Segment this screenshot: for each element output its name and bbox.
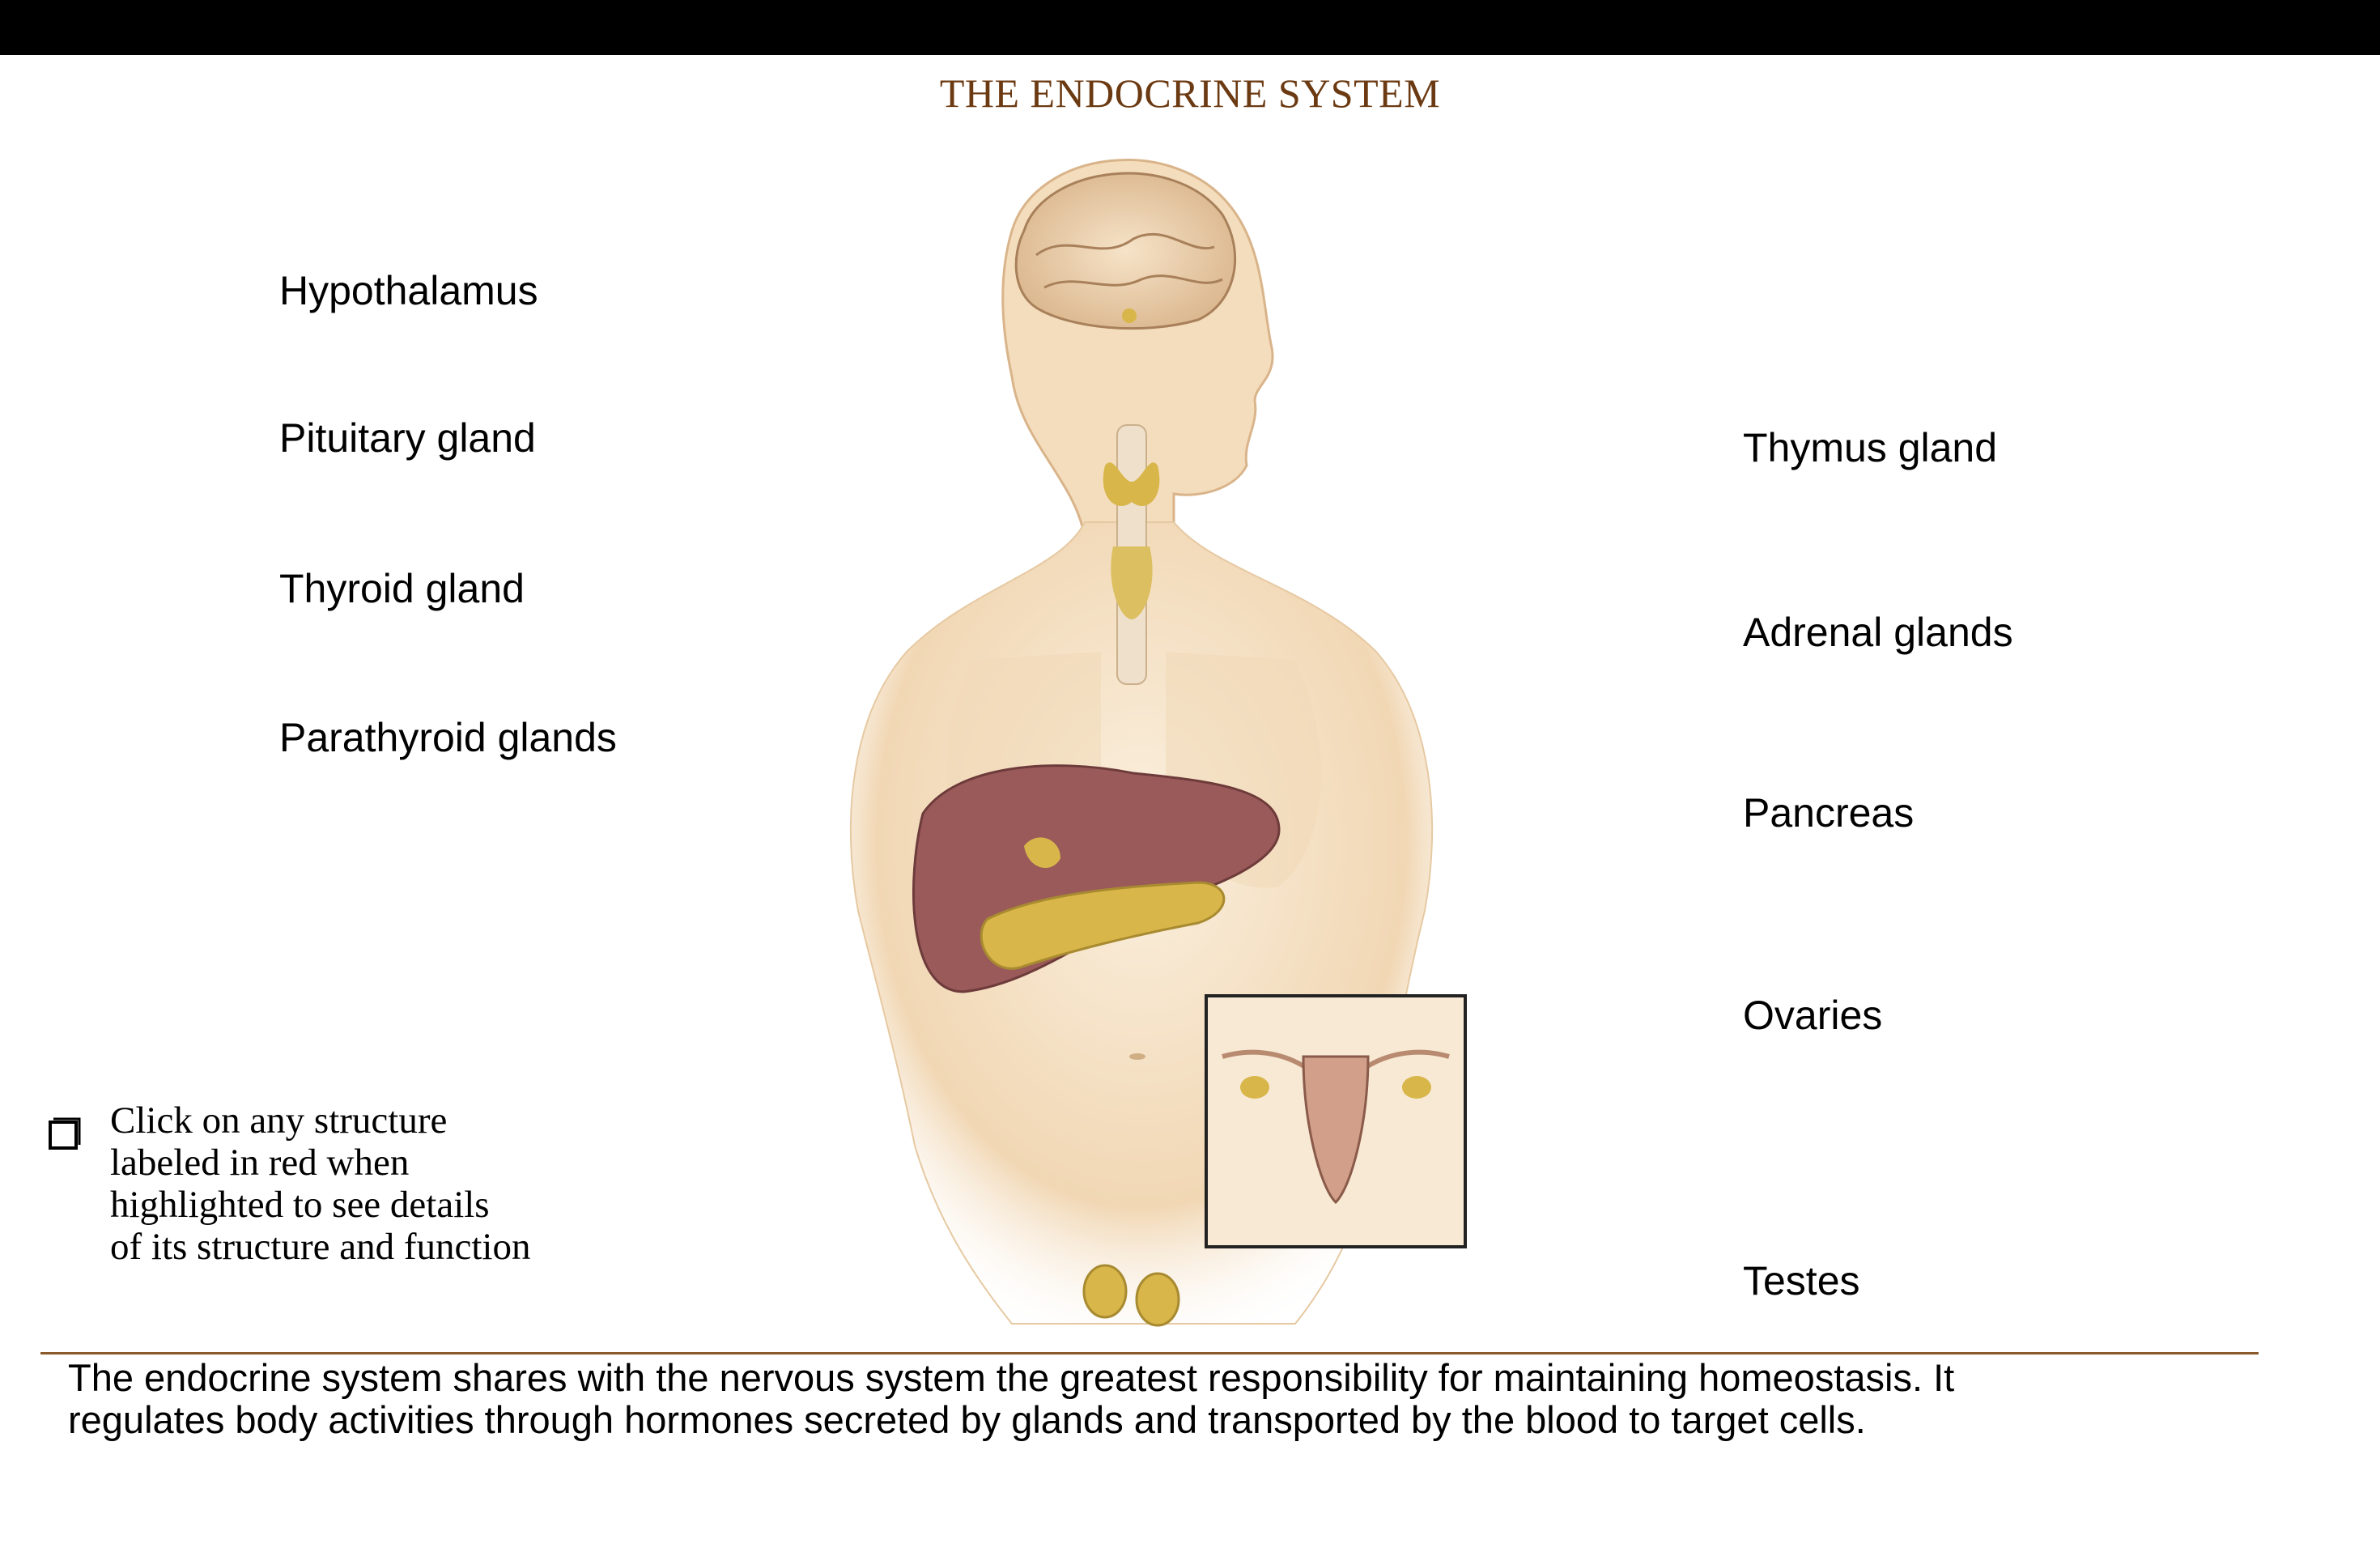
instruction-line: highlighted to see details [110,1184,490,1226]
ovaries-mark-right [1402,1076,1431,1099]
thyroid-gland-mark [1103,462,1160,506]
divider [40,1352,2259,1354]
top-bar [0,0,2380,55]
pituitary-gland-mark [1122,308,1137,323]
label-pancreas[interactable]: Pancreas [1743,790,1915,836]
adrenal-glands-mark [1024,837,1060,868]
thymus-gland-mark [1111,546,1153,619]
label-testes[interactable]: Testes [1743,1258,1860,1303]
endocrine-body-figure [849,159,1467,1327]
page-title: THE ENDOCRINE SYSTEM [939,70,1441,116]
label-parathyroid-glands[interactable]: Parathyroid glands [279,715,617,760]
pancreas-mark [980,881,1226,970]
instruction-line: of its structure and function [110,1226,531,1268]
testes-mark-right [1135,1272,1180,1327]
instruction-line: Click on any structure [110,1099,448,1142]
description-line: regulates body activities through hormon… [68,1398,1866,1441]
checkbox-icon[interactable] [49,1117,81,1150]
brain [1014,172,1237,330]
label-thyroid-gland[interactable]: Thyroid gland [279,566,525,611]
instruction-text: Click on any structure labeled in red wh… [110,1099,612,1268]
description-text: The endocrine system shares with the ner… [68,1357,2286,1441]
uterus [1302,1055,1370,1205]
instruction-line: labeled in red when [110,1142,410,1184]
description-line: The endocrine system shares with the ner… [68,1356,1955,1399]
ovaries-mark-left [1240,1076,1269,1099]
testes-mark-left [1082,1264,1128,1319]
label-ovaries[interactable]: Ovaries [1743,993,1883,1038]
label-hypothalamus[interactable]: Hypothalamus [279,268,538,313]
label-pituitary-gland[interactable]: Pituitary gland [279,415,536,461]
label-adrenal-glands[interactable]: Adrenal glands [1743,610,2013,655]
label-thymus-gland[interactable]: Thymus gland [1743,425,1998,470]
